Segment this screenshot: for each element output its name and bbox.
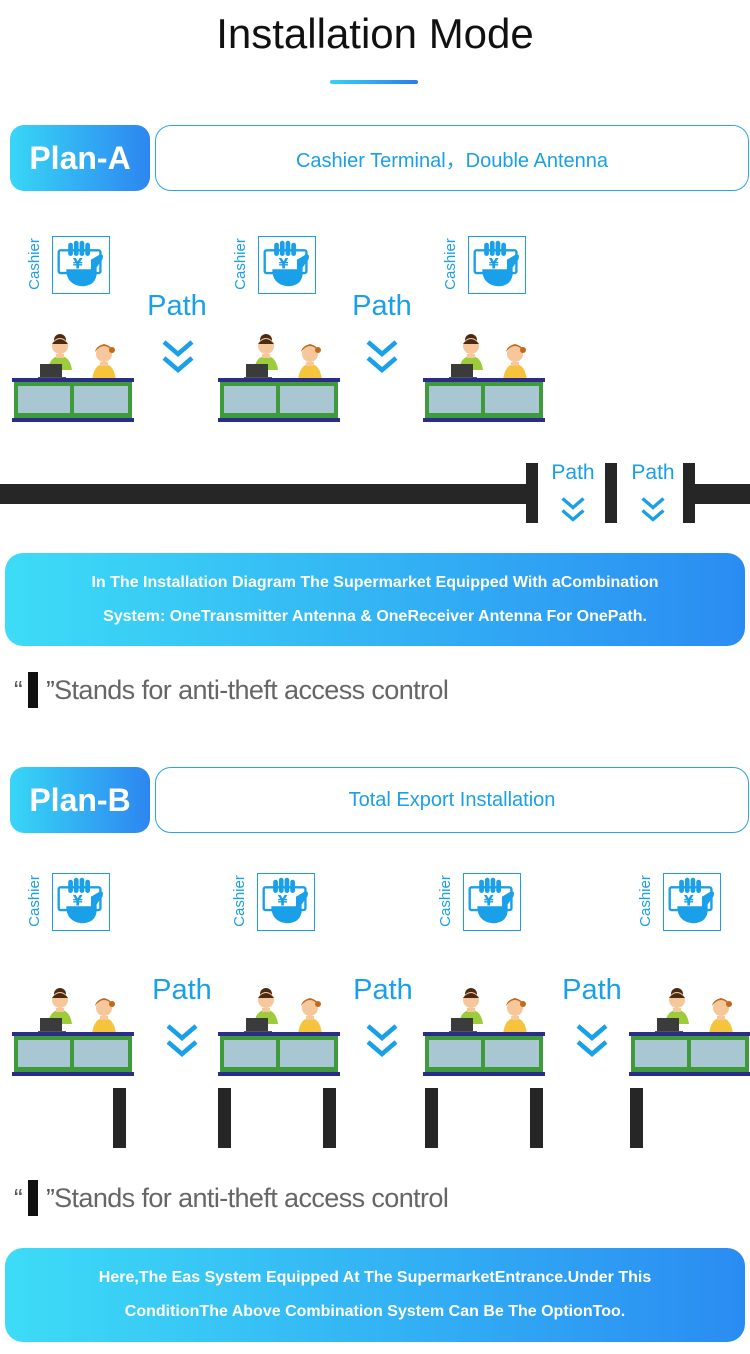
legend-text: Stands for anti-theft access control bbox=[54, 1182, 449, 1213]
cashier-counter-illustration bbox=[629, 980, 750, 1080]
double-chevron-down-icon bbox=[572, 1020, 612, 1060]
store-wall bbox=[0, 484, 538, 504]
cashier-label: Cashier bbox=[26, 238, 43, 290]
cashier-sign: Cashier bbox=[232, 234, 318, 296]
anti-theft-pillar bbox=[605, 463, 617, 523]
anti-theft-pillar bbox=[630, 1088, 643, 1148]
cashier-sign: Cashier bbox=[442, 234, 528, 296]
cashier-hand-money-icon bbox=[468, 236, 526, 294]
legend-text: Stands for anti-theft access control bbox=[54, 674, 449, 705]
anti-theft-pillar bbox=[218, 1088, 231, 1148]
close-quote: ” bbox=[46, 674, 55, 705]
anti-theft-pillar bbox=[526, 463, 538, 523]
open-quote: “ bbox=[14, 674, 23, 705]
anti-theft-pillar bbox=[425, 1088, 438, 1148]
cashier-label: Cashier bbox=[442, 238, 459, 290]
banner-line: In The Installation Diagram The Supermar… bbox=[91, 573, 659, 591]
plan-a-badge: Plan-A bbox=[10, 125, 150, 191]
plan-a-info-banner: In The Installation Diagram The Supermar… bbox=[5, 553, 745, 646]
open-quote: “ bbox=[14, 1182, 23, 1213]
cashier-label: Cashier bbox=[232, 238, 249, 290]
double-chevron-down-icon bbox=[362, 336, 402, 376]
page-title: Installation Mode bbox=[216, 10, 534, 57]
anti-theft-pillar bbox=[530, 1088, 543, 1148]
double-chevron-down-icon bbox=[158, 336, 198, 376]
path-label: Path bbox=[562, 974, 622, 1006]
cashier-hand-money-icon bbox=[52, 873, 110, 931]
path-label: Path bbox=[147, 290, 207, 322]
anti-theft-pillar-symbol bbox=[28, 1180, 39, 1216]
cashier-counter-illustration bbox=[218, 326, 340, 426]
cashier-sign: Cashier bbox=[637, 871, 723, 933]
path-label: Path bbox=[631, 461, 675, 484]
cashier-hand-money-icon bbox=[463, 873, 521, 931]
cashier-hand-money-icon bbox=[663, 873, 721, 931]
banner-line: System: OneTransmitter Antenna & OneRece… bbox=[103, 607, 647, 625]
cashier-sign: Cashier bbox=[437, 871, 523, 933]
plan-b-badge: Plan-B bbox=[10, 767, 150, 833]
double-chevron-down-icon bbox=[558, 494, 588, 524]
path-label: Path bbox=[551, 461, 595, 484]
cashier-hand-money-icon bbox=[258, 236, 316, 294]
path-label: Path bbox=[152, 974, 212, 1006]
cashier-sign: Cashier bbox=[26, 234, 112, 296]
cashier-counter-illustration bbox=[423, 326, 545, 426]
plan-b-info-banner: Here,The Eas System Equipped At The Supe… bbox=[5, 1248, 745, 1342]
legend: “ ” Stands for anti-theft access control bbox=[14, 672, 449, 708]
double-chevron-down-icon bbox=[362, 1020, 402, 1060]
path-label: Path bbox=[352, 290, 412, 322]
cashier-label: Cashier bbox=[637, 875, 654, 927]
path-label: Path bbox=[353, 974, 413, 1006]
cashier-sign: Cashier bbox=[231, 871, 317, 933]
title-underline bbox=[330, 80, 418, 84]
banner-line: ConditionThe Above Combination System Ca… bbox=[124, 1303, 626, 1320]
cashier-counter-illustration bbox=[12, 980, 134, 1080]
cashier-counter-illustration bbox=[218, 980, 340, 1080]
cashier-hand-money-icon bbox=[52, 236, 110, 294]
cashier-counter-illustration bbox=[423, 980, 545, 1080]
plan-a-description: Cashier Terminal，Double Antenna bbox=[155, 125, 749, 191]
anti-theft-pillar bbox=[323, 1088, 336, 1148]
double-chevron-down-icon bbox=[638, 494, 668, 524]
banner-line: Here,The Eas System Equipped At The Supe… bbox=[98, 1269, 652, 1286]
anti-theft-pillar bbox=[113, 1088, 126, 1148]
double-chevron-down-icon bbox=[162, 1020, 202, 1060]
store-wall bbox=[683, 484, 750, 504]
anti-theft-pillar-symbol bbox=[28, 672, 39, 708]
plan-b-description: Total Export Installation bbox=[155, 767, 749, 833]
cashier-sign: Cashier bbox=[26, 871, 112, 933]
cashier-counter-illustration bbox=[12, 326, 134, 426]
legend: “ ” Stands for anti-theft access control bbox=[14, 1180, 449, 1216]
cashier-hand-money-icon bbox=[257, 873, 315, 931]
cashier-label: Cashier bbox=[437, 875, 454, 927]
cashier-label: Cashier bbox=[26, 875, 43, 927]
close-quote: ” bbox=[46, 1182, 55, 1213]
cashier-label: Cashier bbox=[231, 875, 248, 927]
